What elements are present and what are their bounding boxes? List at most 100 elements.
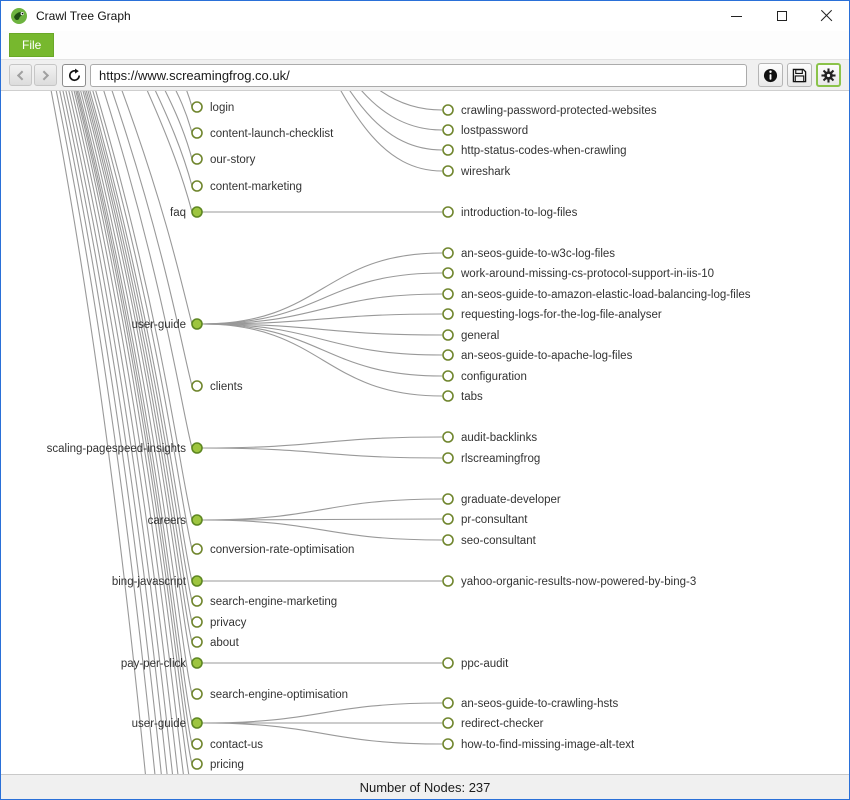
tree-node-l2-13[interactable] [442, 431, 454, 443]
tree-node-l2-9[interactable] [442, 329, 454, 341]
save-button[interactable] [787, 63, 812, 87]
tree-node-label-l1-13: about [210, 637, 240, 649]
tree-node-l1-3[interactable] [191, 180, 203, 192]
tree-edge [201, 518, 443, 521]
file-menu-button[interactable]: File [9, 33, 55, 57]
title-bar: Crawl Tree Graph [1, 1, 849, 31]
info-icon [763, 68, 778, 82]
refresh-button[interactable] [62, 63, 86, 87]
tree-node-l1-15[interactable] [191, 688, 203, 700]
back-button[interactable] [9, 64, 32, 86]
tree-node-l2-11[interactable] [442, 370, 454, 382]
tree-node-l1-10[interactable] [191, 575, 203, 587]
tree-node-label-l2-6: work-around-missing-cs-protocol-support-… [460, 268, 714, 280]
tree-node-l1-4[interactable] [191, 206, 203, 218]
tree-node-l1-13[interactable] [191, 636, 203, 648]
tree-node-label-l2-15: graduate-developer [461, 494, 561, 506]
tree-node-label-l2-16: pr-consultant [461, 514, 528, 526]
tree-edge-root [55, 91, 156, 774]
tree-node-l2-15[interactable] [442, 493, 454, 505]
tree-node-label-l2-17: seo-consultant [461, 535, 537, 547]
tree-node-l2-2[interactable] [442, 144, 454, 156]
tree-node-label-l2-7: an-seos-guide-to-amazon-elastic-load-bal… [461, 289, 751, 301]
tree-node-l1-18[interactable] [191, 758, 203, 770]
tree-node-l2-16[interactable] [442, 513, 454, 525]
node-count-label: Number of Nodes: 237 [359, 779, 491, 795]
tree-node-l2-6[interactable] [442, 267, 454, 279]
tree-graph-svg: logincontent-launch-checklistour-storyco… [47, 91, 751, 774]
tree-node-l2-19[interactable] [442, 657, 454, 669]
tree-node-l1-5[interactable] [191, 318, 203, 330]
tree-node-label-l2-19: ppc-audit [461, 658, 509, 670]
tree-node-label-l2-0: crawling-password-protected-websites [461, 105, 657, 117]
tree-node-l2-1[interactable] [442, 124, 454, 136]
tree-edge [201, 252, 443, 325]
settings-button[interactable] [816, 63, 841, 87]
info-button[interactable] [758, 63, 783, 87]
minimize-button[interactable] [714, 1, 759, 31]
tree-edge [380, 91, 443, 111]
tree-edge [201, 498, 443, 521]
tree-node-l2-5[interactable] [442, 247, 454, 259]
tree-node-l1-12[interactable] [191, 616, 203, 628]
tree-node-l2-18[interactable] [442, 575, 454, 587]
tree-node-label-l1-14: pay-per-click [121, 658, 186, 670]
tree-node-l2-21[interactable] [442, 717, 454, 729]
tree-node-l2-10[interactable] [442, 349, 454, 361]
tree-node-l2-4[interactable] [442, 206, 454, 218]
tree-node-label-l2-21: redirect-checker [461, 718, 544, 730]
forward-button[interactable] [34, 64, 57, 86]
tree-edge-root [164, 91, 193, 160]
tree-node-l2-8[interactable] [442, 308, 454, 320]
tree-edge-root [82, 91, 193, 664]
tree-node-l1-7[interactable] [191, 442, 203, 454]
tree-node-l2-14[interactable] [442, 452, 454, 464]
tree-edge-root [85, 91, 193, 623]
tree-node-l2-12[interactable] [442, 390, 454, 402]
tree-node-label-l1-18: pricing [210, 759, 244, 771]
tree-node-l2-3[interactable] [442, 165, 454, 177]
tree-node-label-l1-6: clients [210, 381, 243, 393]
tree-node-l2-0[interactable] [442, 104, 454, 116]
tree-edge-root [87, 91, 193, 602]
close-icon [820, 10, 833, 23]
tree-node-l2-17[interactable] [442, 534, 454, 546]
tree-node-l1-2[interactable] [191, 153, 203, 165]
tree-node-l2-20[interactable] [442, 697, 454, 709]
tree-node-l1-16[interactable] [191, 717, 203, 729]
tree-node-l1-0[interactable] [191, 101, 203, 113]
frog-logo-icon [11, 8, 27, 24]
tree-edge-root [121, 91, 193, 325]
tree-node-label-l2-20: an-seos-guide-to-crawling-hsts [461, 698, 618, 710]
tree-edge-root [146, 91, 193, 213]
tree-node-label-l1-7: scaling-pagespeed-insights [47, 443, 187, 455]
tree-node-l1-6[interactable] [191, 380, 203, 392]
tree-edge [201, 323, 443, 397]
tree-node-label-l2-13: audit-backlinks [461, 432, 537, 444]
tree-node-label-l1-9: conversion-rate-optimisation [210, 544, 354, 556]
save-icon [792, 68, 807, 82]
url-input[interactable] [90, 63, 747, 87]
tree-node-l2-22[interactable] [442, 738, 454, 750]
tree-node-l1-8[interactable] [191, 514, 203, 526]
close-button[interactable] [804, 1, 849, 31]
tree-node-l2-7[interactable] [442, 288, 454, 300]
minimize-icon [731, 15, 742, 17]
tree-node-l1-17[interactable] [191, 738, 203, 750]
tree-node-label-l1-15: search-engine-optimisation [210, 689, 348, 701]
tree-node-l1-11[interactable] [191, 595, 203, 607]
tree-node-label-l2-14: rlscreamingfrog [461, 453, 540, 465]
tree-edge-root [68, 91, 179, 774]
tree-node-l1-1[interactable] [191, 127, 203, 139]
tree-edge [201, 323, 443, 377]
maximize-button[interactable] [759, 1, 804, 31]
tree-edge-root [111, 91, 193, 387]
tree-node-l1-14[interactable] [191, 657, 203, 669]
tree-edge [201, 702, 443, 724]
tree-node-label-l2-8: requesting-logs-for-the-log-file-analyse… [461, 309, 662, 321]
status-bar: Number of Nodes: 237 [1, 774, 849, 799]
tree-node-l1-9[interactable] [191, 543, 203, 555]
maximize-icon [776, 11, 787, 21]
